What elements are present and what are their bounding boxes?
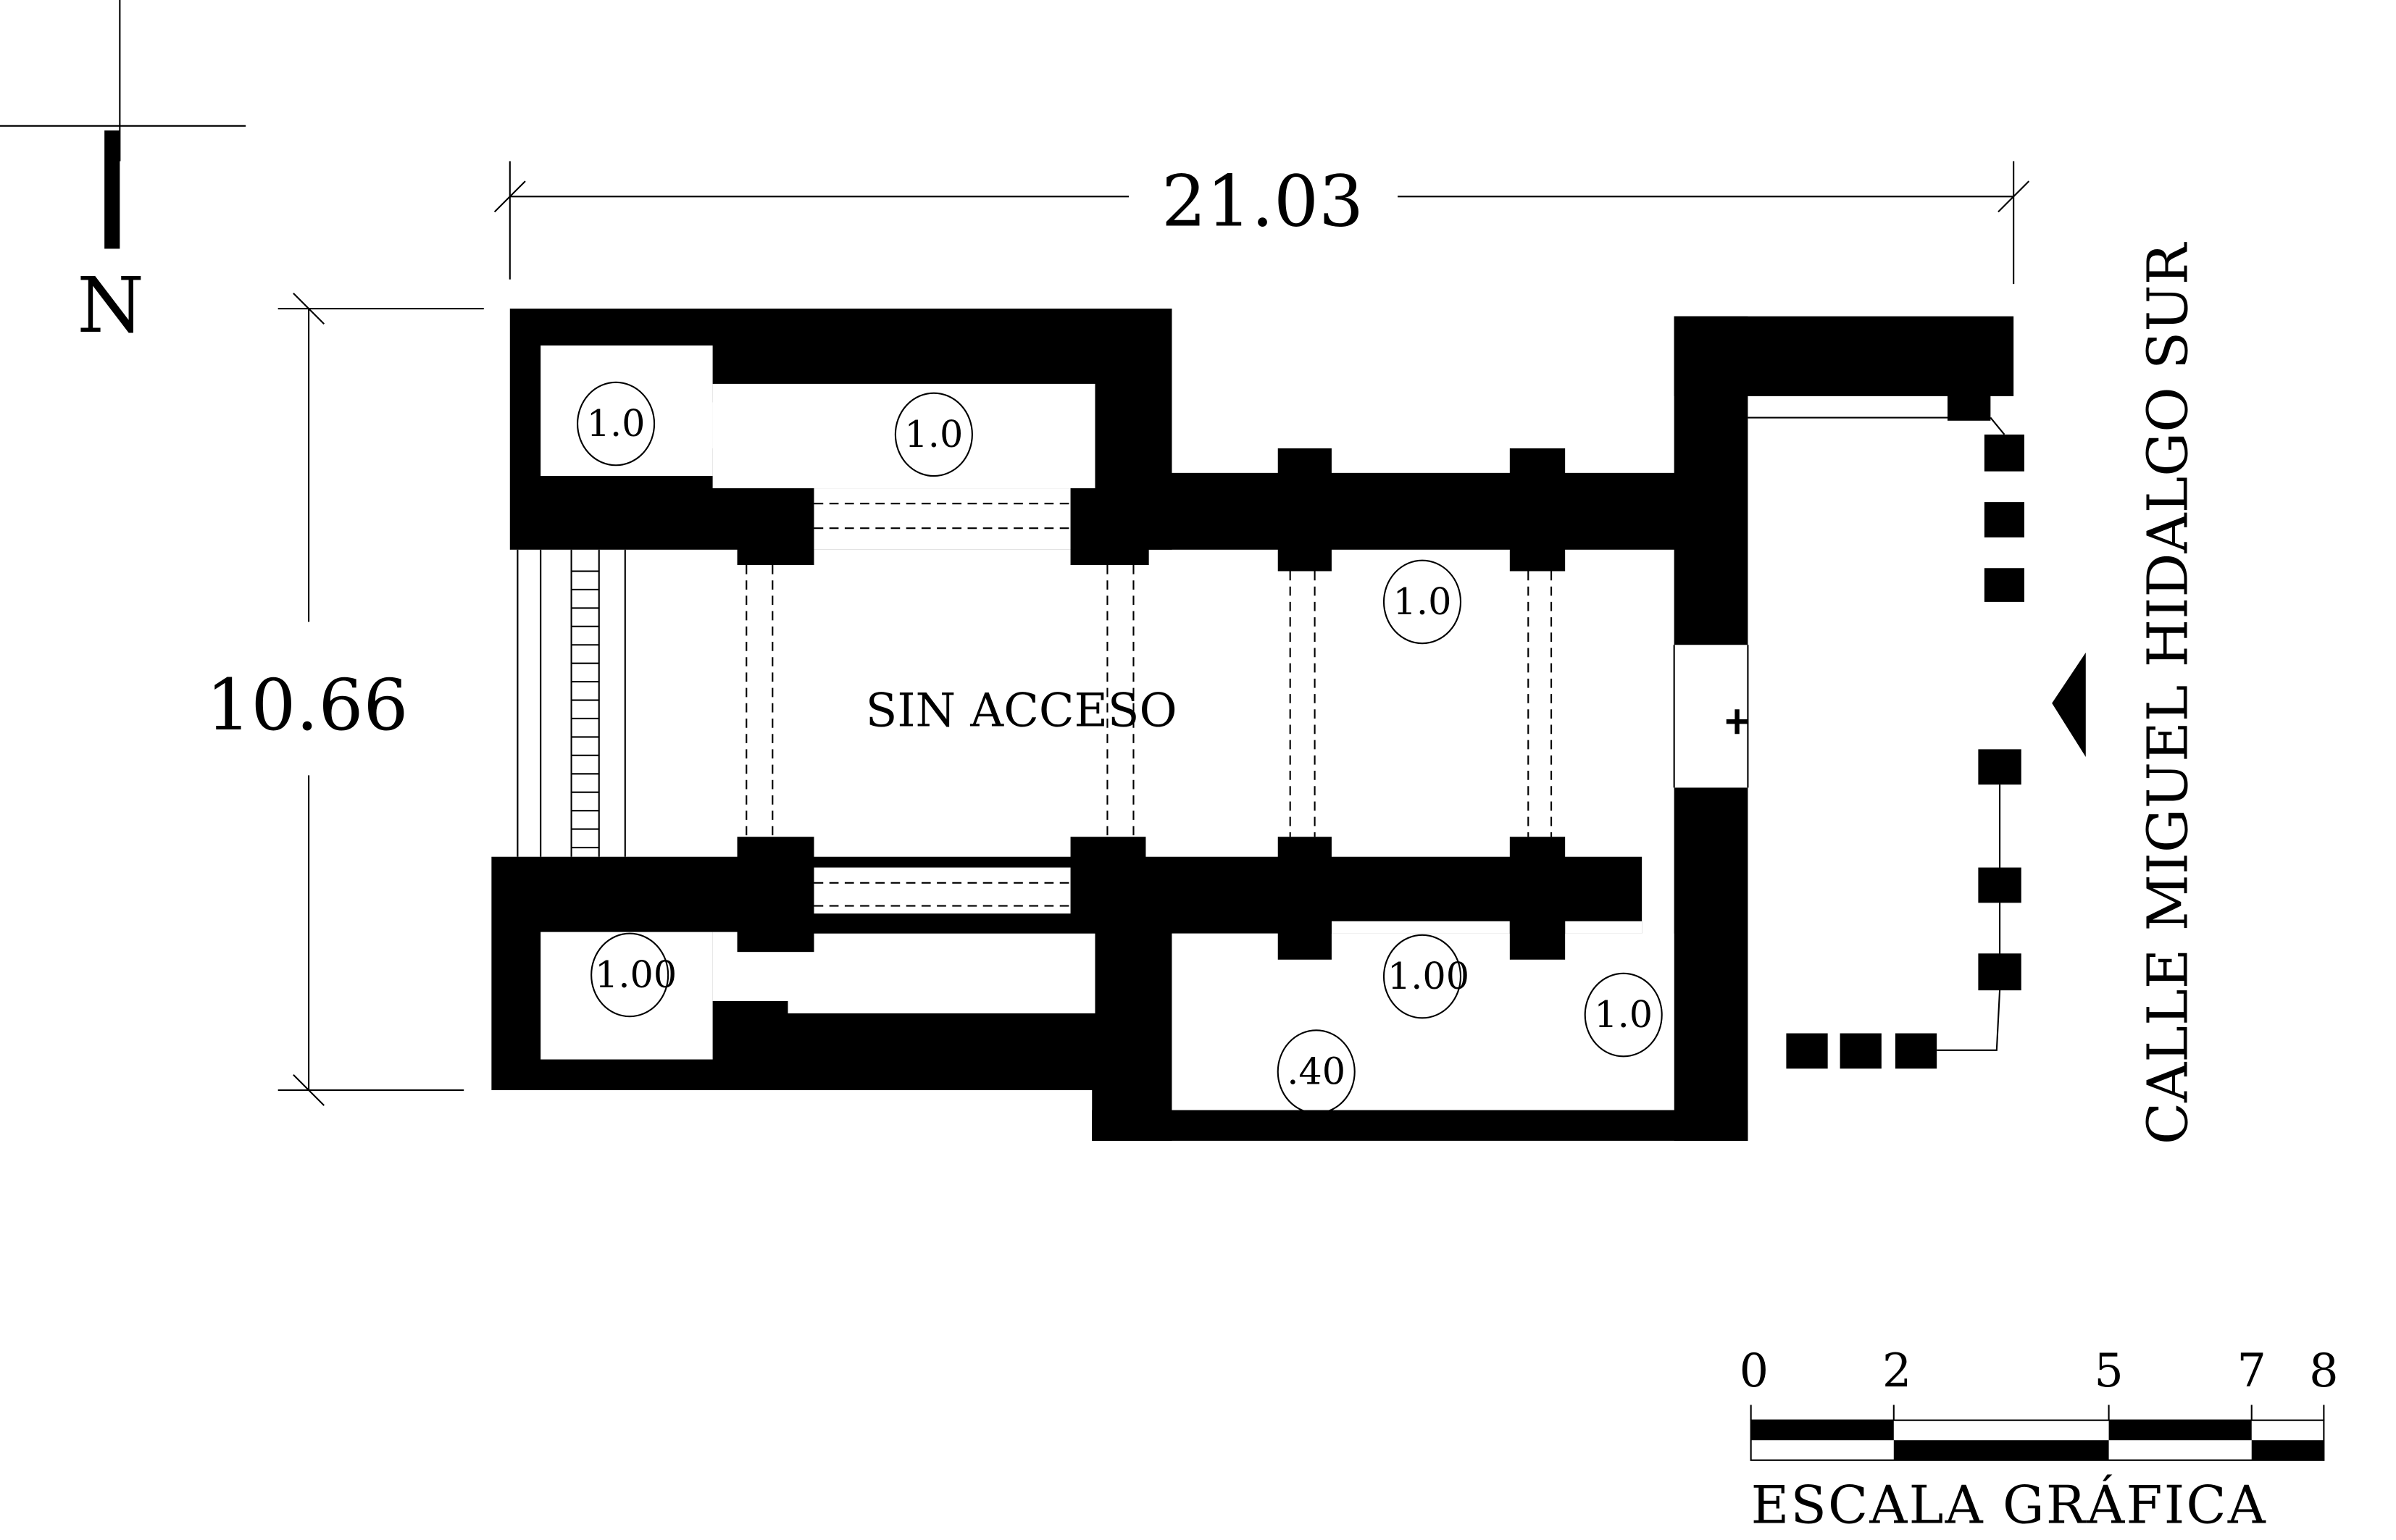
entrance-door <box>1673 417 2005 788</box>
north-arrow: N <box>0 0 246 350</box>
height-marker: .40 <box>1287 1050 1345 1092</box>
height-marker: 1.00 <box>595 953 677 996</box>
height-marker: 1.00 <box>1387 955 1469 997</box>
height-marker: 1.0 <box>1393 580 1452 623</box>
pilasters <box>737 921 1566 960</box>
fence <box>1786 434 2024 1069</box>
street-label: CALLE MIGUEL HIDALGO SUR <box>2136 241 2200 1144</box>
scale-tick-label: 0 <box>1740 1344 1769 1397</box>
room-label: SIN ACCESO <box>866 684 1177 737</box>
scale-tick-label: 5 <box>2094 1344 2123 1397</box>
width-dimension-label: 21.03 <box>1161 160 1364 243</box>
stair-rungs <box>571 570 599 849</box>
room-voids <box>540 345 1674 1110</box>
height-dimension-label: 10.66 <box>206 664 408 746</box>
scale-tick-label: 2 <box>1882 1344 1911 1397</box>
height-marker: 1.0 <box>587 402 646 445</box>
north-label: N <box>77 261 144 350</box>
height-marker: 1.0 <box>1594 993 1653 1036</box>
scale-tick-label: 8 <box>2309 1344 2338 1397</box>
scale-tick-label: 7 <box>2237 1344 2266 1397</box>
height-marker: 1.0 <box>904 413 963 456</box>
scale-bar-title: ESCALA GRÁFICA <box>1751 1474 2266 1536</box>
height-markers <box>577 381 1663 1114</box>
width-dimension <box>493 161 2030 285</box>
height-dimension <box>277 293 484 1106</box>
stair <box>517 549 626 857</box>
arch-lines <box>746 503 1553 907</box>
entrance-arrow-icon <box>2052 652 2086 757</box>
scale-bar: 0 2 5 7 8 ESCALA GRÁFICA <box>1740 1344 2339 1536</box>
